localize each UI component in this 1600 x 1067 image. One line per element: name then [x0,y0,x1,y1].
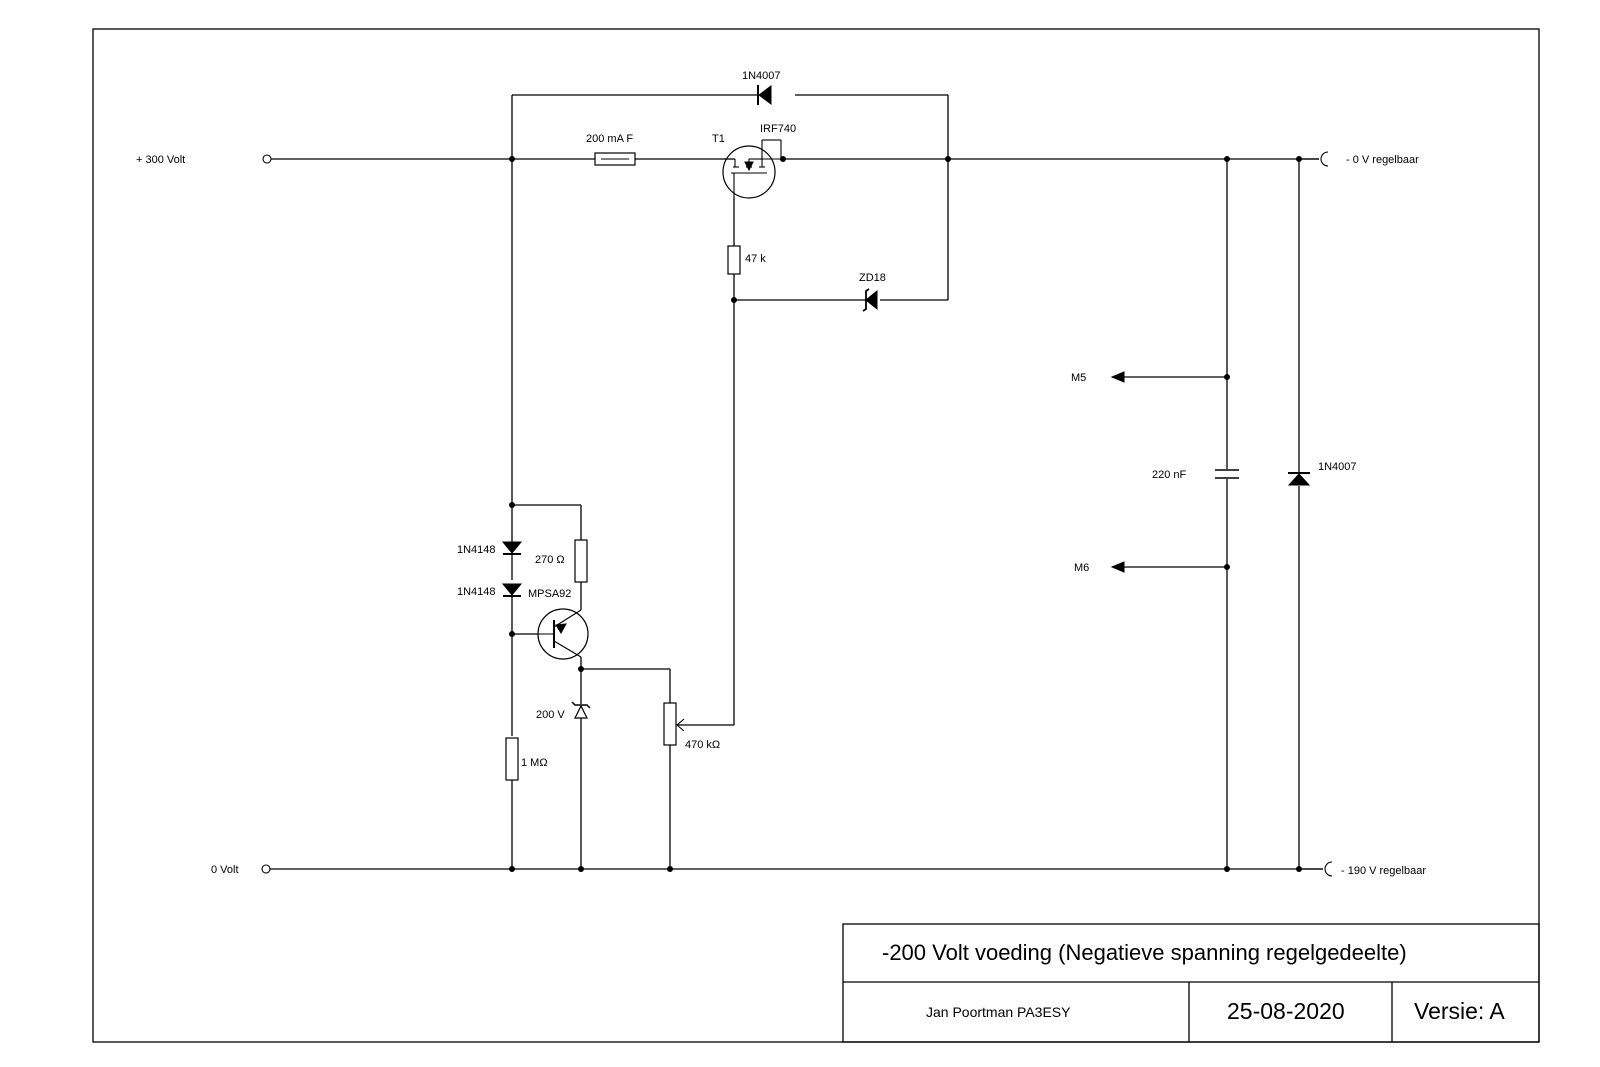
resistor-1m-label: 1 MΩ [521,757,548,769]
resistor-47k-label: 47 k [745,253,766,265]
diode-top-label: 1N4007 [742,70,781,82]
capacitor-220nf: 220 nF [1152,469,1239,481]
m5-label: M5 [1071,372,1086,384]
zener-zd18-label: ZD18 [859,272,886,284]
pot-label: 470 kΩ [685,739,720,751]
zener-zd18: ZD18 [859,272,886,312]
measure-point-m6: M6 [1074,561,1125,574]
terminal-plus-300-label: + 300 Volt [136,154,185,166]
resistor-270-label: 270 Ω [535,554,565,566]
title-block-title: -200 Volt voeding (Negatieve spanning re… [882,940,1407,965]
diode-right-1n4007: 1N4007 [1287,461,1357,486]
fuse-label: 200 mA F [586,133,633,145]
zener-200v: 200 V [536,701,591,721]
measure-point-m5: M5 [1071,371,1125,384]
capacitor-label: 220 nF [1152,469,1187,481]
transistor-mpsa92: MPSA92 [512,588,589,660]
potentiometer-470k: 470 kΩ [663,702,720,751]
transistor-label: MPSA92 [528,588,571,600]
terminal-out-bottom-label: - 190 V regelbaar [1341,865,1426,877]
title-block: -200 Volt voeding (Negatieve spanning re… [842,923,1540,1043]
junction-dots [509,156,1302,872]
diode-b-label: 1N4148 [457,586,496,598]
resistor-1m: 1 MΩ [505,737,548,781]
terminal-zero-volt-label: 0 Volt [211,864,239,876]
terminal-out-top-label: - 0 V regelbaar [1346,154,1419,166]
terminal-out-top: - 0 V regelbaar [1299,151,1419,167]
wires [270,94,1323,870]
diode-top-1n4007: 1N4007 [742,70,781,105]
resistor-47k: 47 k [727,245,766,275]
terminal-plus-300: + 300 Volt [136,154,272,166]
fuse: 200 mA F [586,133,636,166]
title-block-author: Jan Poortman PA3ESY [926,1004,1071,1020]
mosfet-type-label: IRF740 [760,123,796,135]
m6-label: M6 [1074,562,1089,574]
terminal-zero-volt: 0 Volt [211,864,271,876]
resistor-270-ohm: 270 Ω [535,539,588,583]
diode-1n4148-a: 1N4148 [457,541,523,556]
diode-1n4148-b: 1N4148 [457,583,523,598]
mosfet-t1: T1 IRF740 [712,123,796,199]
mosfet-ref-label: T1 [712,133,725,145]
diode-right-label: 1N4007 [1318,461,1357,473]
title-block-version: Versie: A [1414,998,1505,1024]
terminal-out-bottom: - 190 V regelbaar [1299,861,1426,877]
title-block-date: 25-08-2020 [1227,998,1345,1024]
sheet-border [92,28,1540,1043]
diode-a-label: 1N4148 [457,544,496,556]
zener-200v-label: 200 V [536,709,565,721]
